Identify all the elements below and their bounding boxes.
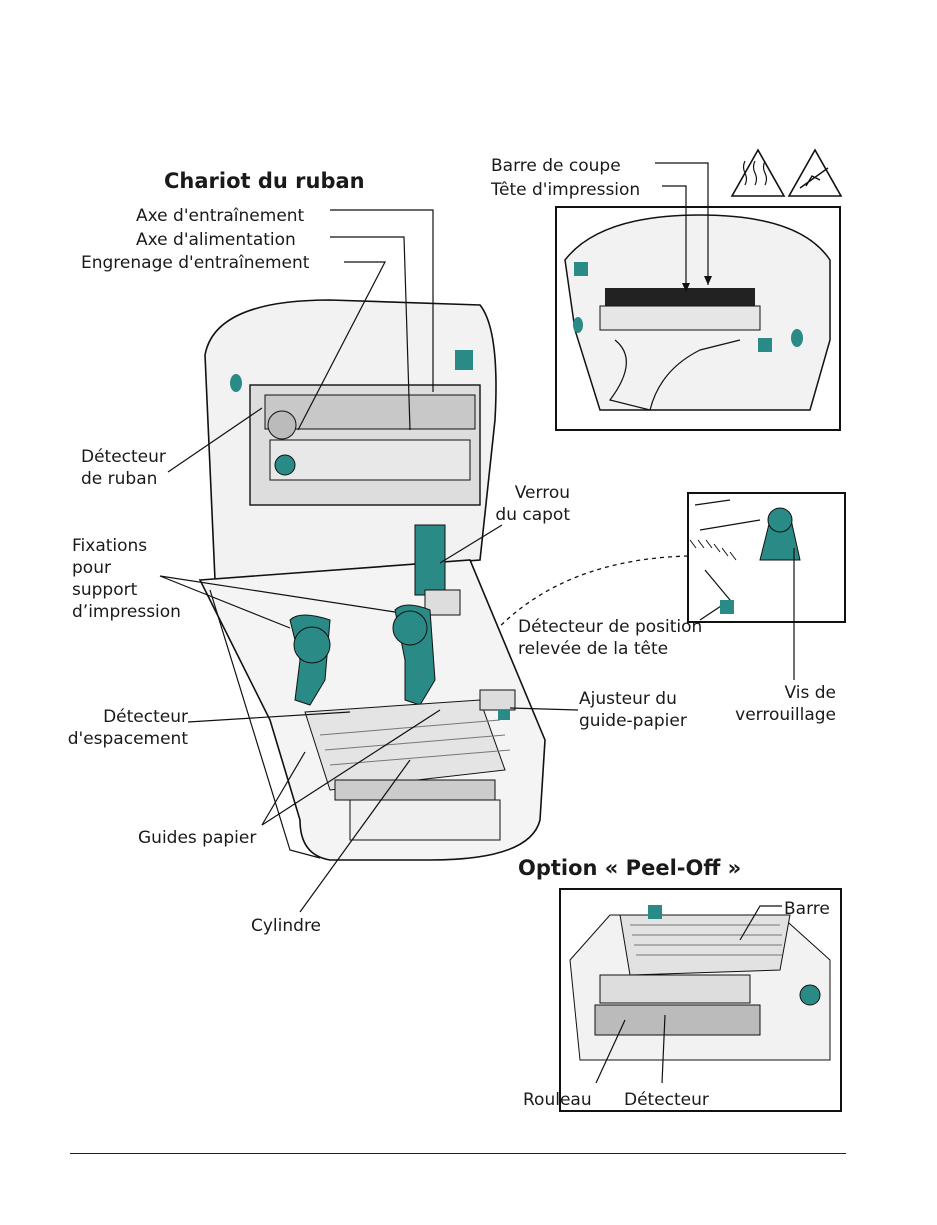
- printhead-label: Tête d'impression: [491, 180, 641, 200]
- media-holders-line-3: support: [72, 580, 138, 600]
- lock-screw-inset: [687, 492, 846, 623]
- esd-warning-icon: [787, 148, 843, 197]
- cover-latch-line-1: Verrou: [514, 483, 570, 503]
- media-holders-label: Fixations pour support d’impression: [72, 535, 181, 623]
- drive-gear-label: Engrenage d'entraînement: [81, 253, 310, 273]
- lock-screw-line-1: Vis de: [784, 683, 837, 703]
- lock-screw-label: Vis de verrouillage: [716, 682, 836, 726]
- head-open-sensor-label: Détecteur de position relevée de la tête: [518, 616, 702, 660]
- cover-latch-label: Verrou du capot: [470, 482, 570, 526]
- guide-adjuster-line-1: Ajusteur du: [579, 689, 677, 709]
- footer-rule: [70, 1153, 846, 1154]
- ribbon-sensor-label: Détecteur de ruban: [81, 446, 166, 490]
- printhead-inset: [555, 206, 841, 431]
- peel-bar-label: Barre: [784, 899, 830, 919]
- cover-latch-line-2: du capot: [495, 505, 570, 525]
- head-open-sensor-line-1: Détecteur de position: [518, 617, 703, 637]
- media-guides-label: Guides papier: [138, 828, 257, 848]
- cutter-bar-label: Barre de coupe: [491, 156, 621, 176]
- peel-roller-label: Rouleau: [523, 1090, 592, 1110]
- head-open-sensor-line-2: relevée de la tête: [518, 639, 669, 659]
- media-holders-line-2: pour: [72, 558, 111, 578]
- hot-surface-icon: [730, 148, 786, 197]
- ribbon-sensor-line-1: Détecteur: [81, 447, 166, 467]
- guide-adjuster-line-2: guide-papier: [579, 711, 687, 731]
- gap-sensor-label: Détecteur d'espacement: [60, 706, 188, 750]
- peel-off-title: Option « Peel-Off »: [518, 856, 742, 880]
- platen-label: Cylindre: [251, 916, 322, 936]
- ribbon-carriage-title: Chariot du ruban: [164, 169, 365, 193]
- lock-screw-line-2: verrouillage: [735, 705, 836, 725]
- gap-sensor-line-1: Détecteur: [103, 707, 188, 727]
- drive-shaft-label: Axe d'entraînement: [136, 206, 305, 226]
- guide-adjuster-label: Ajusteur du guide-papier: [579, 688, 687, 732]
- media-holders-line-1: Fixations: [72, 536, 148, 556]
- gap-sensor-line-2: d'espacement: [67, 729, 188, 749]
- media-holders-line-4: d’impression: [72, 602, 181, 622]
- ribbon-sensor-line-2: de ruban: [81, 469, 158, 489]
- printer-body: [198, 299, 546, 861]
- supply-shaft-label: Axe d'alimentation: [136, 230, 296, 250]
- peel-sensor-label: Détecteur: [624, 1090, 709, 1110]
- peel-off-inset: [559, 888, 842, 1112]
